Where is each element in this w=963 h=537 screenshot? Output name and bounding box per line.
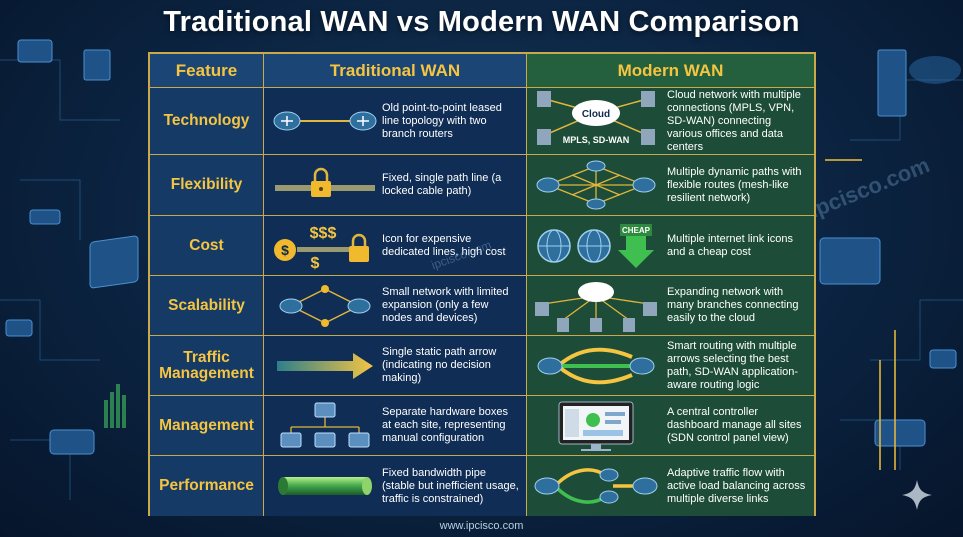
feature-label: Management bbox=[159, 416, 254, 434]
feature-label: Flexibility bbox=[170, 176, 243, 193]
cloud-network-icon: Cloud MPLS, SD-WAN bbox=[531, 88, 661, 154]
locked-cable-icon bbox=[270, 155, 380, 215]
leased-line-icon bbox=[270, 88, 380, 154]
cheap-label: CHEAP bbox=[622, 226, 651, 235]
traditional-description: Fixed, single path line (a locked cable … bbox=[382, 172, 502, 197]
feature-label: Technology bbox=[163, 112, 250, 129]
bandwidth-pipe-icon bbox=[270, 456, 380, 516]
sparkle-icon bbox=[902, 480, 932, 510]
expanding-cloud-icon bbox=[531, 276, 661, 335]
svg-text:$: $ bbox=[311, 255, 320, 270]
footer-url: www.ipcisco.com bbox=[439, 520, 524, 532]
internet-links-icon: CHEAP bbox=[531, 216, 661, 275]
traditional-description: Separate hardware boxes at each site, re… bbox=[382, 406, 508, 444]
header-traditional-wan: Traditional WAN bbox=[264, 54, 527, 87]
traditional-description: Icon for expensive dedicated lines, high… bbox=[382, 232, 506, 258]
load-balancing-icon bbox=[531, 456, 661, 516]
cloud-label: Cloud bbox=[582, 109, 610, 120]
table-row-technology: Technology Old point-to-point leased lin… bbox=[150, 87, 814, 154]
modern-description: Adaptive traffic flow with active load b… bbox=[667, 466, 806, 505]
table-row-flexibility: Flexibility Fixed, single path line (a l… bbox=[150, 154, 814, 215]
page-title: Traditional WAN vs Modern WAN Comparison bbox=[163, 6, 800, 38]
small-network-icon bbox=[270, 276, 380, 335]
feature-label: Traffic Management bbox=[159, 348, 254, 382]
table-row-management: Management Separate hardware boxes bbox=[150, 395, 814, 455]
expensive-line-icon: $ $$$ $ bbox=[270, 216, 380, 275]
table-row-scalability: Scalability Small network with limited e… bbox=[150, 275, 814, 335]
svg-text:$: $ bbox=[281, 242, 289, 258]
table-header-row: Feature Traditional WAN Modern WAN bbox=[150, 54, 814, 87]
mesh-network-icon bbox=[531, 155, 661, 215]
static-path-arrow-icon bbox=[270, 336, 380, 395]
header-modern-wan: Modern WAN bbox=[527, 54, 814, 87]
controller-dashboard-icon bbox=[531, 396, 661, 455]
modern-description: Expanding network with many branches con… bbox=[667, 286, 799, 324]
hardware-boxes-icon bbox=[270, 396, 380, 455]
smart-routing-icon bbox=[531, 336, 661, 395]
traditional-description: Fixed bandwidth pipe (stable but ineffic… bbox=[382, 466, 519, 505]
feature-label: Scalability bbox=[168, 296, 245, 314]
modern-description: Multiple dynamic paths with flexible rou… bbox=[667, 165, 802, 204]
svg-text:$$$: $$$ bbox=[310, 225, 337, 242]
header-feature: Feature bbox=[150, 54, 264, 87]
table-row-traffic-management: Traffic Management Single static path ar… bbox=[150, 335, 814, 395]
watermark: ipcisco.com bbox=[805, 152, 933, 223]
feature-label: Cost bbox=[189, 236, 224, 254]
mpls-sdwan-label: MPLS, SD-WAN bbox=[563, 135, 630, 145]
modern-description: Smart routing with multiple arrows selec… bbox=[667, 339, 799, 391]
table-row-cost: Cost $ $$$ $ Icon for expensive dedicate… bbox=[150, 215, 814, 275]
table-row-performance: Performance Fixed bandwidth pipe (stable… bbox=[150, 455, 814, 516]
modern-description: Cloud network with multiple connections … bbox=[667, 88, 801, 153]
traditional-description: Small network with limited expansion (on… bbox=[382, 286, 509, 324]
traditional-description: Old point-to-point leased line topology … bbox=[382, 101, 502, 140]
feature-label: Performance bbox=[159, 477, 254, 494]
modern-description: A central controller dashboard manage al… bbox=[667, 406, 802, 444]
comparison-table: Feature Traditional WAN Modern WAN Techn… bbox=[148, 52, 816, 516]
traditional-description: Single static path arrow (indicating no … bbox=[382, 346, 497, 384]
modern-description: Multiple internet link icons and a cheap… bbox=[667, 232, 793, 258]
